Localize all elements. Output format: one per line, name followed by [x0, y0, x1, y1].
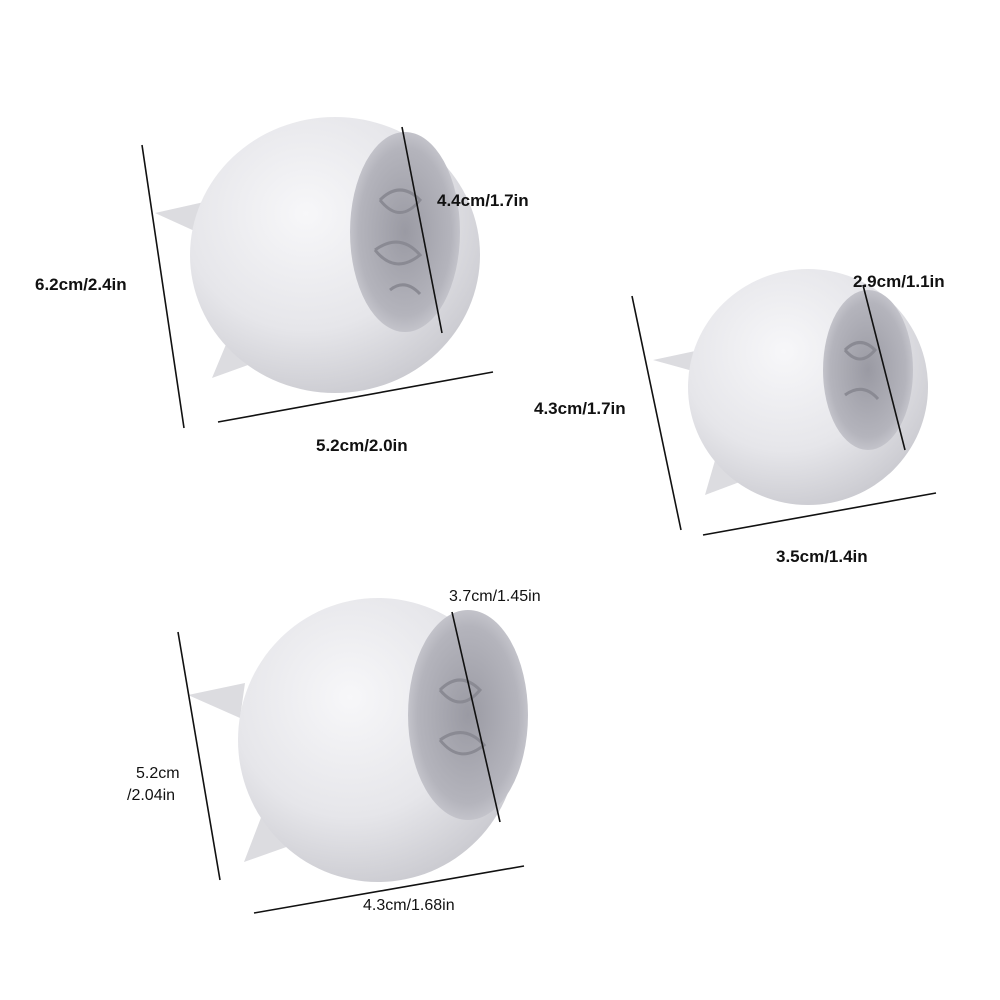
mold-small — [653, 269, 928, 505]
small-width-label: 3.5cm/1.4in — [776, 547, 868, 566]
dim-line-large-height — [141, 144, 185, 429]
mold-cavity — [408, 610, 528, 820]
small-height-label: 4.3cm/1.7in — [534, 399, 626, 418]
rose-pattern — [438, 678, 487, 756]
dim-line-small-opening — [862, 284, 906, 451]
mold-cavity — [823, 290, 913, 450]
small-opening-label: 2.9cm/1.1in — [853, 272, 945, 291]
mold-spike-top — [653, 350, 700, 373]
dim-line-large-width — [217, 371, 494, 423]
rose-pattern — [843, 341, 880, 401]
mold-large — [155, 117, 480, 393]
mold-medium — [188, 598, 528, 882]
medium-height-label-line2: /2.04in — [127, 787, 176, 804]
medium-opening-label: 3.7cm/1.45in — [449, 588, 541, 605]
mold-cavity — [350, 132, 460, 332]
large-height-label: 6.2cm/2.4in — [35, 275, 127, 294]
large-width-label: 5.2cm/2.0in — [316, 436, 408, 455]
dim-line-large-opening — [401, 126, 443, 334]
rose-pattern — [373, 188, 423, 296]
dim-line-medium-height — [177, 631, 221, 881]
dim-line-small-width — [702, 492, 937, 536]
mold-spike-top — [188, 683, 245, 718]
dim-line-medium-width — [253, 865, 525, 914]
medium-width-label: 4.3cm/1.68in — [363, 897, 455, 914]
dim-line-medium-opening — [451, 611, 501, 823]
mold-spike-bottom — [244, 815, 292, 862]
medium-height-label-line1: 5.2cm — [136, 765, 180, 782]
large-opening-label: 4.4cm/1.7in — [437, 191, 529, 210]
dim-line-small-height — [631, 295, 682, 531]
